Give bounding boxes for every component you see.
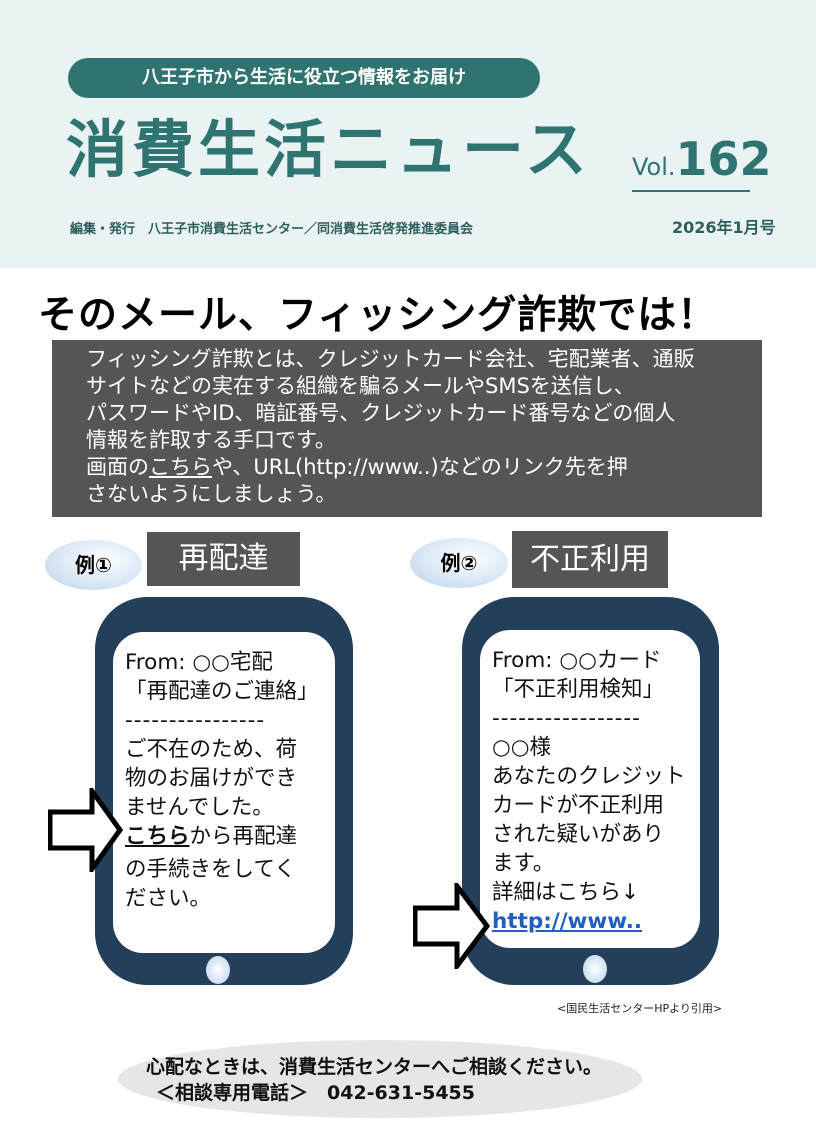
example-2-badge: 例② [410, 538, 508, 588]
body-line: カードが不正利用 [492, 793, 665, 818]
desc-link-text: こちら [149, 455, 212, 479]
body-line: ませんでした。 [125, 795, 274, 820]
desc-line: 情報を詐取する手口です。 [86, 428, 336, 452]
body-line: ご不在のため、荷 [125, 737, 298, 762]
vol-prefix: Vol. [632, 153, 676, 181]
sender: From: ○○カード [492, 648, 662, 673]
description-box: フィッシング詐欺とは、クレジットカード会社、宅配業者、通販 サイトなどの実在する… [52, 340, 762, 517]
home-button [583, 955, 607, 983]
newsletter-title: 消費生活ニュース [66, 113, 591, 186]
example-1-badge: 例① [45, 540, 142, 590]
desc-text: 画面の [86, 455, 149, 479]
body-line: あなたのクレジット [492, 764, 686, 789]
body-line: の手続きをしてく [125, 857, 296, 882]
footer-message: 心配なときは、消費生活センターへご相談ください。 [146, 1056, 603, 1078]
sender: From: ○○宅配 [125, 650, 273, 675]
divider: ---------------- [125, 708, 266, 733]
body-line: された疑いがあり [492, 822, 665, 847]
publisher-credit: 編集・発行 八王子市消費生活センター／同消費生活啓発推進委員会 [70, 222, 474, 237]
tagline-pill: 八王子市から生活に役立つ情報をお届け [68, 58, 540, 98]
desc-line: フィッシング詐欺とは、クレジットカード会社、宅配業者、通販 [86, 347, 695, 371]
desc-line: 画面のこちらや、URL(http://www..)などのリンク先を押 [86, 454, 742, 481]
desc-line: パスワードやID、暗証番号、クレジットカード番号などの個人 [86, 401, 676, 425]
desc-text: や、URL(http://www..)などのリンク先を押 [212, 455, 628, 479]
body-text: から再配達 [189, 824, 298, 849]
footer-phone: ＜相談専用電話＞ 042-631-5455 [156, 1082, 475, 1104]
header-banner [0, 0, 816, 268]
headline: そのメール、フィッシング詐欺では！ [38, 293, 718, 338]
body-line: ます。 [492, 851, 555, 876]
example-2-label: 不正利用 [512, 531, 668, 588]
citation: <国民生活センターHPより引用> [557, 1002, 723, 1015]
body-line: 物のお届けができ [125, 766, 298, 791]
phone-2-screen: From: ○○カード 「不正利用検知」 ----------------- ○… [480, 630, 700, 948]
vol-value: 162 [675, 132, 772, 186]
desc-line: さないようにしましょう。 [86, 482, 337, 506]
phishing-link[interactable]: http://www.. [492, 909, 643, 934]
issue-date: 2026年1月号 [672, 218, 776, 237]
volume-number: Vol.162 [632, 132, 772, 192]
subject: 「不正利用検知」 [492, 677, 665, 702]
body-line: ださい。 [125, 886, 212, 911]
body-line: ○○様 [492, 735, 552, 760]
arrow-right-icon [48, 788, 124, 872]
body-line: 詳細はこちら↓ [492, 880, 640, 905]
home-button [206, 956, 230, 984]
divider: ----------------- [492, 706, 641, 731]
example-1-label: 再配達 [147, 532, 300, 586]
phone-1-screen: From: ○○宅配 「再配達のご連絡」 ---------------- ご不… [113, 632, 335, 953]
subject: 「再配達のご連絡」 [125, 679, 319, 704]
contact-footer: 心配なときは、消費生活センターへご相談ください。 ＜相談専用電話＞ 042-63… [118, 1040, 642, 1118]
desc-line: サイトなどの実在する組織を騙るメールやSMSを送信し、 [86, 374, 635, 398]
phishing-link[interactable]: こちら [125, 824, 190, 849]
body-line: こちらから再配達 [125, 822, 325, 851]
arrow-right-icon [413, 883, 491, 969]
